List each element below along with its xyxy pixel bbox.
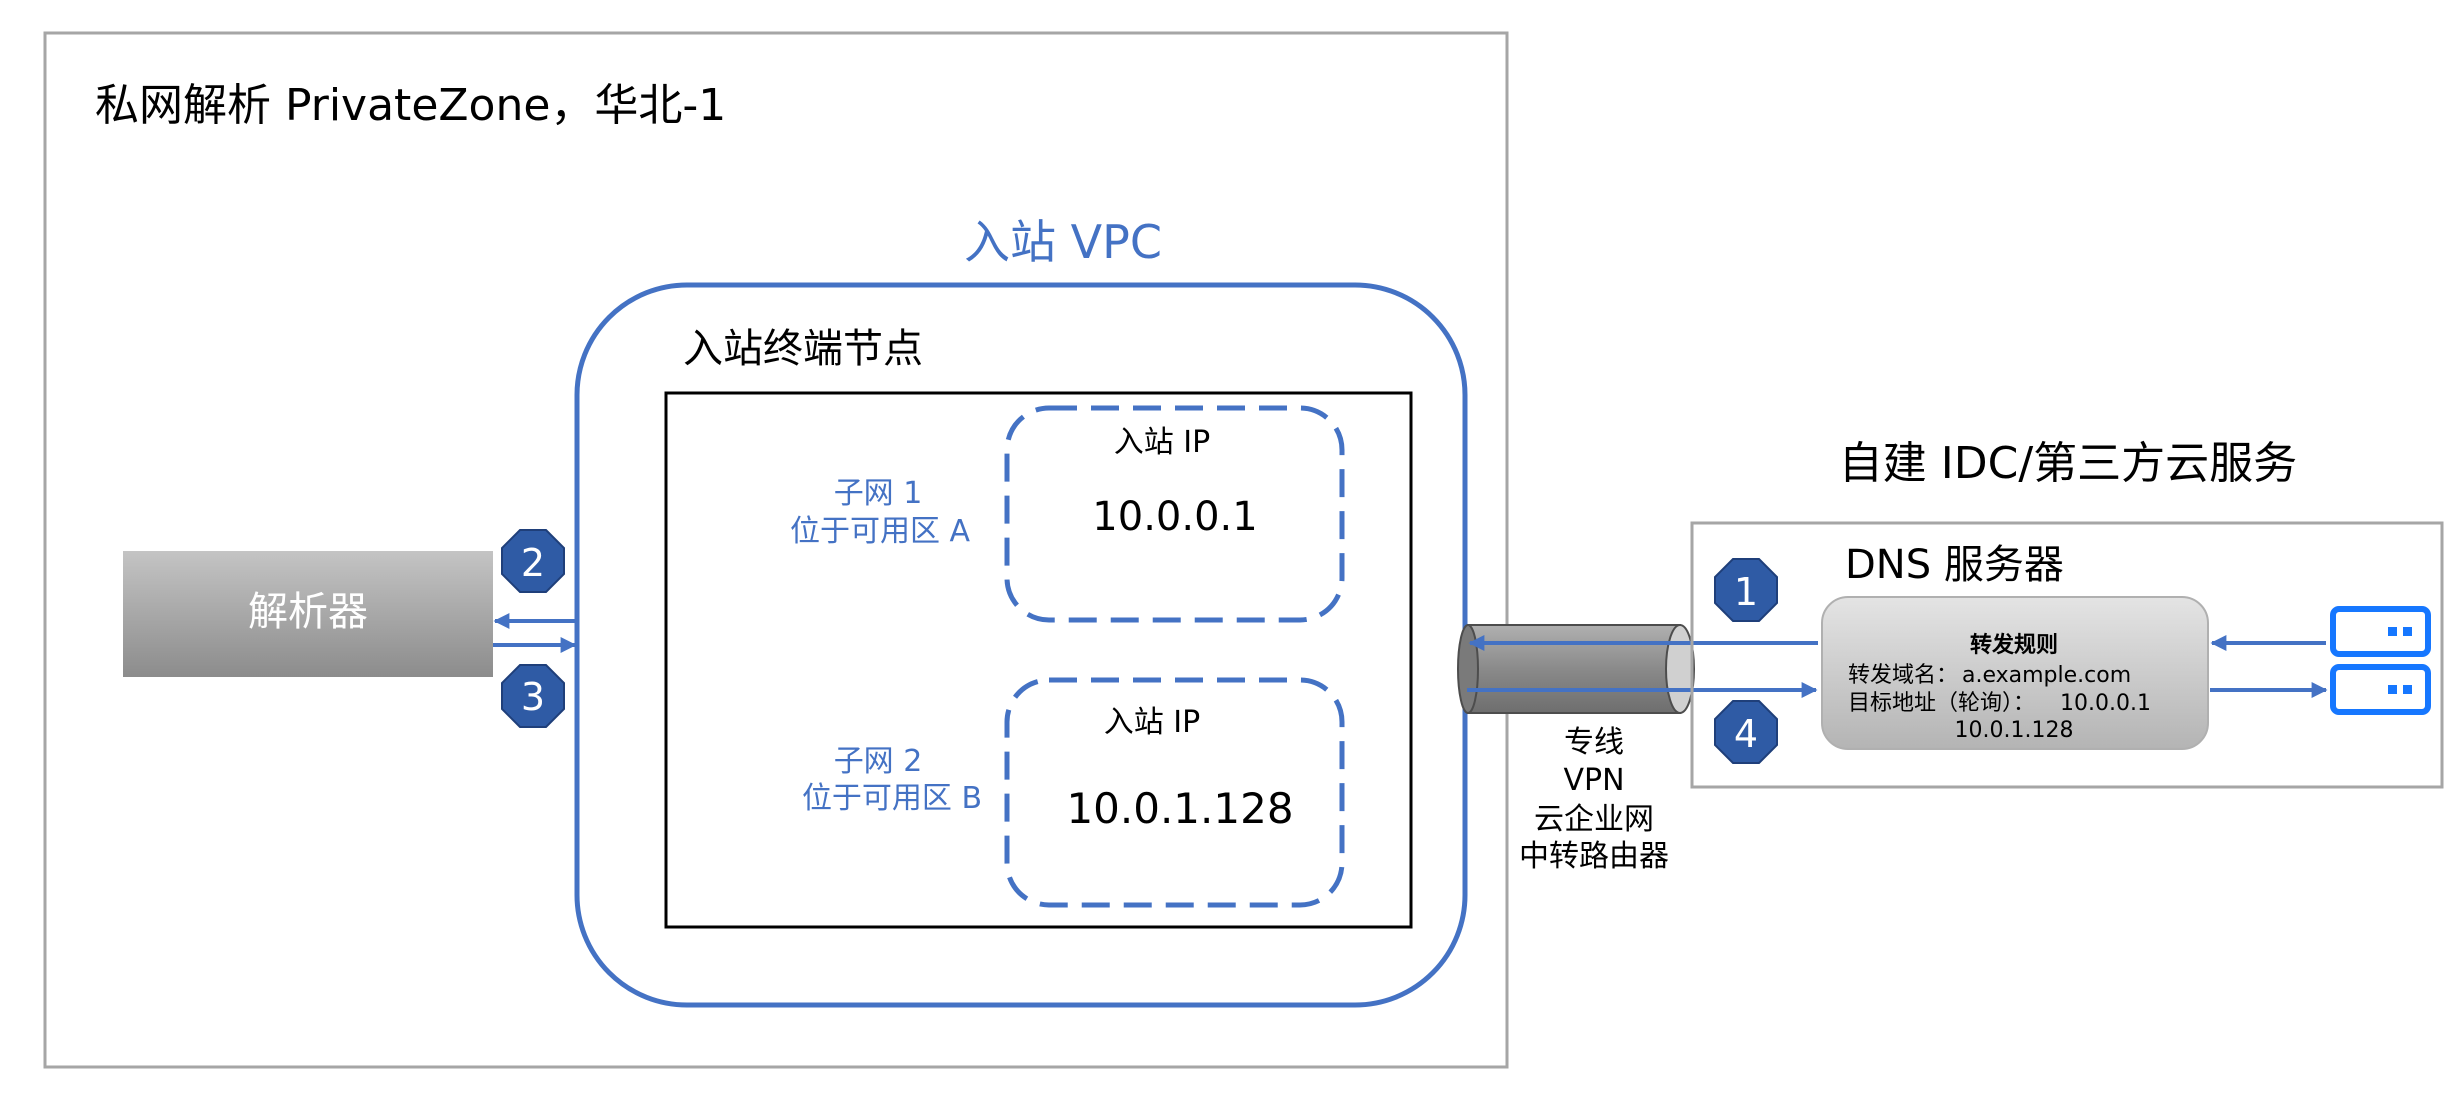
link-type-4: 中转路由器 [1519, 839, 1669, 874]
subnet-1-zone: 位于可用区 A [790, 514, 971, 549]
connection-pipe [1457, 624, 1695, 714]
svg-text:3: 3 [521, 675, 545, 719]
inbound-ip-box-2 [1004, 677, 1345, 908]
step-badge-2: 2 [501, 529, 565, 593]
subnet-2-zone: 位于可用区 B [802, 781, 982, 816]
vpc-title: 入站 VPC [964, 215, 1162, 269]
link-type-3: 云企业网 [1534, 802, 1654, 837]
forward-target-label: 目标地址（轮询）： [1848, 691, 2035, 716]
forward-rule-title: 转发规则 [1970, 632, 2058, 658]
region-box [43, 31, 1509, 1069]
svg-text:1: 1 [1734, 570, 1758, 614]
endpoint-box [664, 391, 1413, 929]
dns-server-title: DNS 服务器 [1845, 542, 2064, 588]
inbound-ip-1-value: 10.0.0.1 [1092, 494, 1257, 540]
step-badge-3: 3 [501, 664, 565, 728]
forward-domain-value: a.example.com [1962, 663, 2131, 688]
svg-text:4: 4 [1734, 712, 1758, 756]
inbound-ip-2-title: 入站 IP [1104, 705, 1200, 740]
inbound-ip-1-title: 入站 IP [1114, 425, 1210, 460]
link-type-1: 专线 [1564, 725, 1624, 760]
server-icon [2330, 606, 2431, 657]
subnet-2-label: 子网 2 [834, 744, 923, 779]
server-icon [2330, 664, 2431, 715]
forward-target-2: 10.0.1.128 [1955, 718, 2074, 743]
inbound-ip-2-value: 10.0.1.128 [1066, 784, 1293, 833]
forward-target-1: 10.0.0.1 [2060, 691, 2151, 716]
link-type-2: VPN [1563, 763, 1624, 798]
region-title: 私网解析 PrivateZone，华北-1 [95, 80, 726, 131]
subnet-1-label: 子网 1 [834, 476, 923, 511]
forward-domain-label: 转发域名： [1848, 663, 1958, 688]
idc-box [1690, 521, 2444, 789]
step-badge-4: 4 [1714, 700, 1778, 764]
inbound-ip-box-1 [1004, 405, 1345, 623]
resolver-label: 解析器 [248, 589, 368, 635]
resolver-box [123, 551, 493, 677]
step-badge-1: 1 [1714, 558, 1778, 622]
endpoint-title: 入站终端节点 [683, 326, 923, 372]
forward-rule-box [1821, 596, 2209, 750]
svg-text:2: 2 [521, 541, 545, 585]
idc-title: 自建 IDC/第三方云服务 [1839, 438, 2297, 489]
